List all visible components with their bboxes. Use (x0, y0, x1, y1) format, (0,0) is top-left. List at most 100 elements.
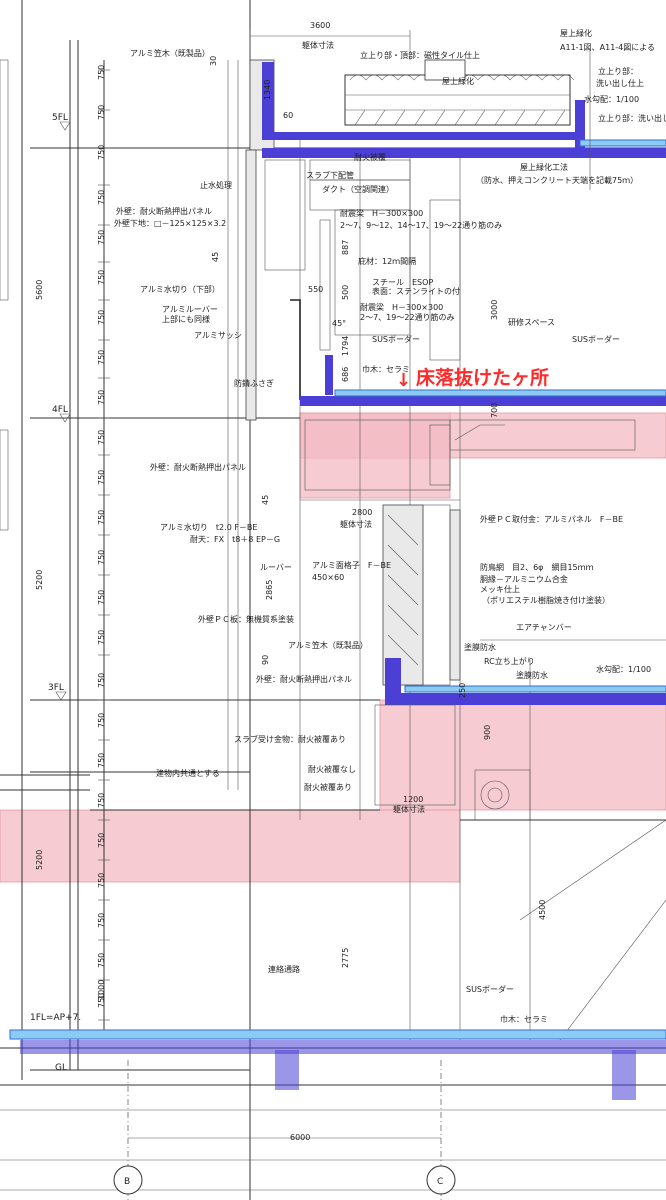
svg-text:洗い出し仕上: 洗い出し仕上 (596, 78, 644, 88)
svg-text:立上り部・頂部：磁性タイル仕上: 立上り部・頂部：磁性タイル仕上 (360, 50, 480, 60)
footing-right (612, 1050, 636, 1100)
svg-text:スラブ受け金物：耐火被覆あり: スラブ受け金物：耐火被覆あり (234, 734, 346, 744)
svg-text:2865: 2865 (265, 580, 274, 600)
svg-text:外壁ＰＣ板：無機質系塗装: 外壁ＰＣ板：無機質系塗装 (198, 614, 294, 624)
svg-text:（防水、押えコンクリート天端を記載75ｍ）: （防水、押えコンクリート天端を記載75ｍ） (476, 175, 638, 185)
svg-text:750: 750 (97, 993, 106, 1008)
highlight-mid-slab (379, 699, 666, 811)
svg-text:耐震梁 H－300×300: 耐震梁 H－300×300 (360, 302, 443, 312)
grid-c-circle (426, 1165, 456, 1195)
svg-text:防鳥網 目2、6φ 網目15ｍｍ: 防鳥網 目2、6φ 網目15ｍｍ (480, 562, 594, 572)
roof-section (249, 30, 666, 190)
svg-text:45: 45 (211, 252, 220, 262)
callout-arrow: ↓ (396, 370, 411, 391)
svg-text:750: 750 (97, 470, 106, 485)
svg-text:外壁：耐火断熱押出パネル: 外壁：耐火断熱押出パネル (116, 206, 212, 216)
svg-text:アルミ水切り（下部）: アルミ水切り（下部） (140, 284, 220, 294)
upper-structure (245, 149, 461, 421)
svg-text:建物内共通とする: 建物内共通とする (156, 768, 220, 778)
svg-text:耐火被覆あり: 耐火被覆あり (304, 782, 352, 792)
svg-text:躯体寸法: 躯体寸法 (393, 804, 425, 814)
svg-text:研修スペース: 研修スペース (508, 317, 555, 327)
footing-left (275, 1050, 299, 1090)
svg-text:ルーバー: ルーバー (260, 563, 292, 572)
svg-text:750: 750 (97, 390, 106, 405)
svg-text:750: 750 (97, 550, 106, 565)
slab-3fl-waterproof (404, 685, 666, 693)
svg-text:30: 30 (209, 56, 218, 66)
svg-text:750: 750 (97, 270, 106, 285)
svg-text:SUSボーダー: SUSボーダー (372, 334, 420, 344)
svg-text:90: 90 (261, 655, 270, 665)
svg-text:RC立ち上がり: RC立ち上がり (484, 656, 535, 666)
svg-text:スラブ下配管: スラブ下配管 (306, 170, 354, 180)
svg-text:2775: 2775 (341, 948, 350, 968)
svg-text:外壁下地：□－125×125×3.2: 外壁下地：□－125×125×3.2 (114, 218, 226, 228)
svg-text:躯体寸法: 躯体寸法 (340, 519, 372, 529)
svg-text:アルミ水切り t2.0 F－BE: アルミ水切り t2.0 F－BE (160, 522, 257, 532)
callout-text: 床落抜けたヶ所 (416, 366, 549, 389)
slab-1fl-blue (20, 1040, 666, 1054)
svg-text:750: 750 (97, 713, 106, 728)
svg-text:上部にも同様: 上部にも同様 (162, 314, 210, 324)
svg-text:887: 887 (341, 240, 350, 255)
svg-text:6000: 6000 (290, 1133, 310, 1142)
svg-text:750: 750 (97, 590, 106, 605)
svg-text:アルミ面格子 F－BE: アルミ面格子 F－BE (312, 560, 391, 570)
svg-text:耐震梁 H－300×300: 耐震梁 H－300×300 (340, 208, 423, 218)
svg-text:胴縁－アルミニウム合金: 胴縁－アルミニウム合金 (480, 574, 568, 584)
highlight-low-beam (0, 809, 461, 883)
svg-text:エアチャンバー: エアチャンバー (516, 623, 572, 632)
svg-text:750: 750 (97, 913, 106, 928)
svg-text:耐火被覆: 耐火被覆 (354, 152, 386, 162)
svg-text:60: 60 (283, 111, 293, 120)
svg-text:立上り部：: 立上り部： (598, 66, 638, 76)
svg-text:45: 45 (261, 495, 270, 505)
svg-text:1200: 1200 (403, 795, 423, 804)
svg-text:450×60: 450×60 (312, 573, 344, 582)
svg-text:水勾配：1/100: 水勾配：1/100 (596, 664, 651, 674)
slab-4fl-waterproof (334, 389, 666, 397)
svg-text:750: 750 (97, 510, 106, 525)
svg-text:水勾配：1/100: 水勾配：1/100 (584, 94, 639, 104)
svg-text:750: 750 (97, 833, 106, 848)
svg-text:750: 750 (97, 953, 106, 968)
svg-text:（ポリエステル樹脂焼き付け塗装）: （ポリエステル樹脂焼き付け塗装） (482, 595, 610, 605)
svg-text:750: 750 (97, 673, 106, 688)
svg-text:ダクト（空調関連）: ダクト（空調関連） (322, 184, 394, 194)
svg-text:アルミルーバー: アルミルーバー (162, 305, 218, 314)
svg-text:外壁ＰＣ取付金：アルミパネル F－BE: 外壁ＰＣ取付金：アルミパネル F－BE (480, 514, 623, 524)
svg-text:700: 700 (490, 403, 499, 418)
svg-text:45°: 45° (332, 319, 346, 328)
svg-text:屋上緑化: 屋上緑化 (442, 76, 474, 86)
svg-text:SUSボーダー: SUSボーダー (572, 334, 620, 344)
highlight-upper-beam-body (299, 412, 451, 499)
svg-text:750: 750 (97, 630, 106, 645)
svg-text:750: 750 (97, 105, 106, 120)
svg-text:750: 750 (97, 350, 106, 365)
svg-text:750: 750 (97, 793, 106, 808)
svg-text:750: 750 (97, 65, 106, 80)
svg-text:巾木：セラミ: 巾木：セラミ (500, 1014, 548, 1024)
floor-5fl: 5FL (52, 113, 68, 123)
svg-text:750: 750 (97, 230, 106, 245)
svg-text:3600: 3600 (310, 21, 330, 30)
beam-4fl (300, 419, 636, 501)
slab-3fl-blue-floor (385, 693, 666, 705)
svg-text:550: 550 (308, 285, 323, 294)
slab-1fl-waterproof (9, 1029, 666, 1040)
svg-text:立上り部：洗い出し仕上: 立上り部：洗い出し仕上 (598, 113, 666, 123)
svg-text:外壁：耐火断熱押出パネル: 外壁：耐火断熱押出パネル (150, 462, 246, 472)
svg-text:500: 500 (341, 285, 350, 300)
svg-text:750: 750 (97, 310, 106, 325)
lower-mid-structure (90, 704, 666, 1041)
svg-text:1794: 1794 (341, 336, 350, 356)
svg-text:アルミ笠木（既製品）: アルミ笠木（既製品） (288, 640, 368, 650)
svg-text:5200: 5200 (35, 850, 44, 870)
svg-text:2～7、19～22通り筋のみ: 2～7、19～22通り筋のみ (360, 312, 455, 322)
svg-text:屋上緑化工法: 屋上緑化工法 (520, 162, 568, 172)
svg-text:外壁：耐火断熱押出パネル: 外壁：耐火断熱押出パネル (256, 674, 352, 684)
svg-text:A11-1図、A11-4図による: A11-1図、A11-4図による (560, 43, 655, 52)
svg-text:5200: 5200 (35, 570, 44, 590)
